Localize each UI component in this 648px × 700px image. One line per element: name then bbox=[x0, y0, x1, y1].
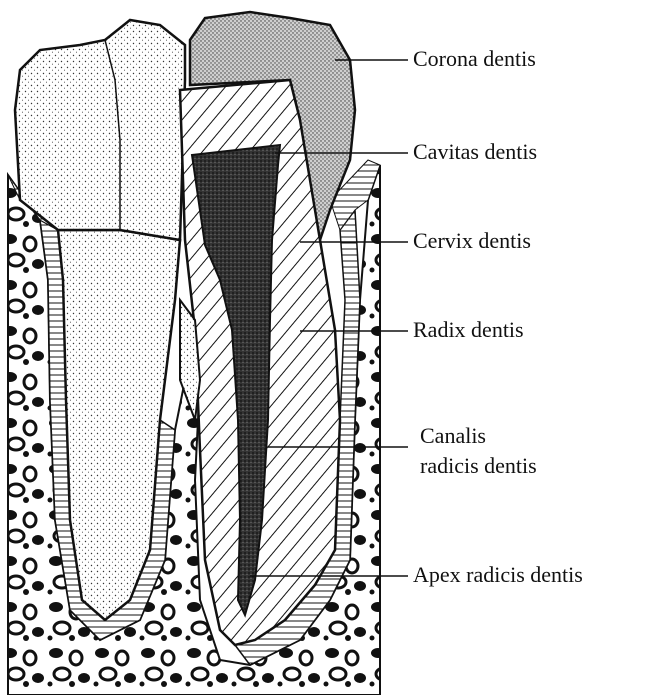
label-canalis: Canalis bbox=[420, 424, 486, 448]
label-cavitas-dentis: Cavitas dentis bbox=[413, 140, 537, 164]
label-radicis-dentis: radicis dentis bbox=[420, 454, 537, 478]
label-apex-radicis-dentis: Apex radicis dentis bbox=[413, 563, 583, 587]
left-crown bbox=[15, 20, 185, 240]
label-corona-dentis: Corona dentis bbox=[413, 47, 536, 71]
label-cervix-dentis: Cervix dentis bbox=[413, 229, 531, 253]
label-radix-dentis: Radix dentis bbox=[413, 318, 524, 342]
